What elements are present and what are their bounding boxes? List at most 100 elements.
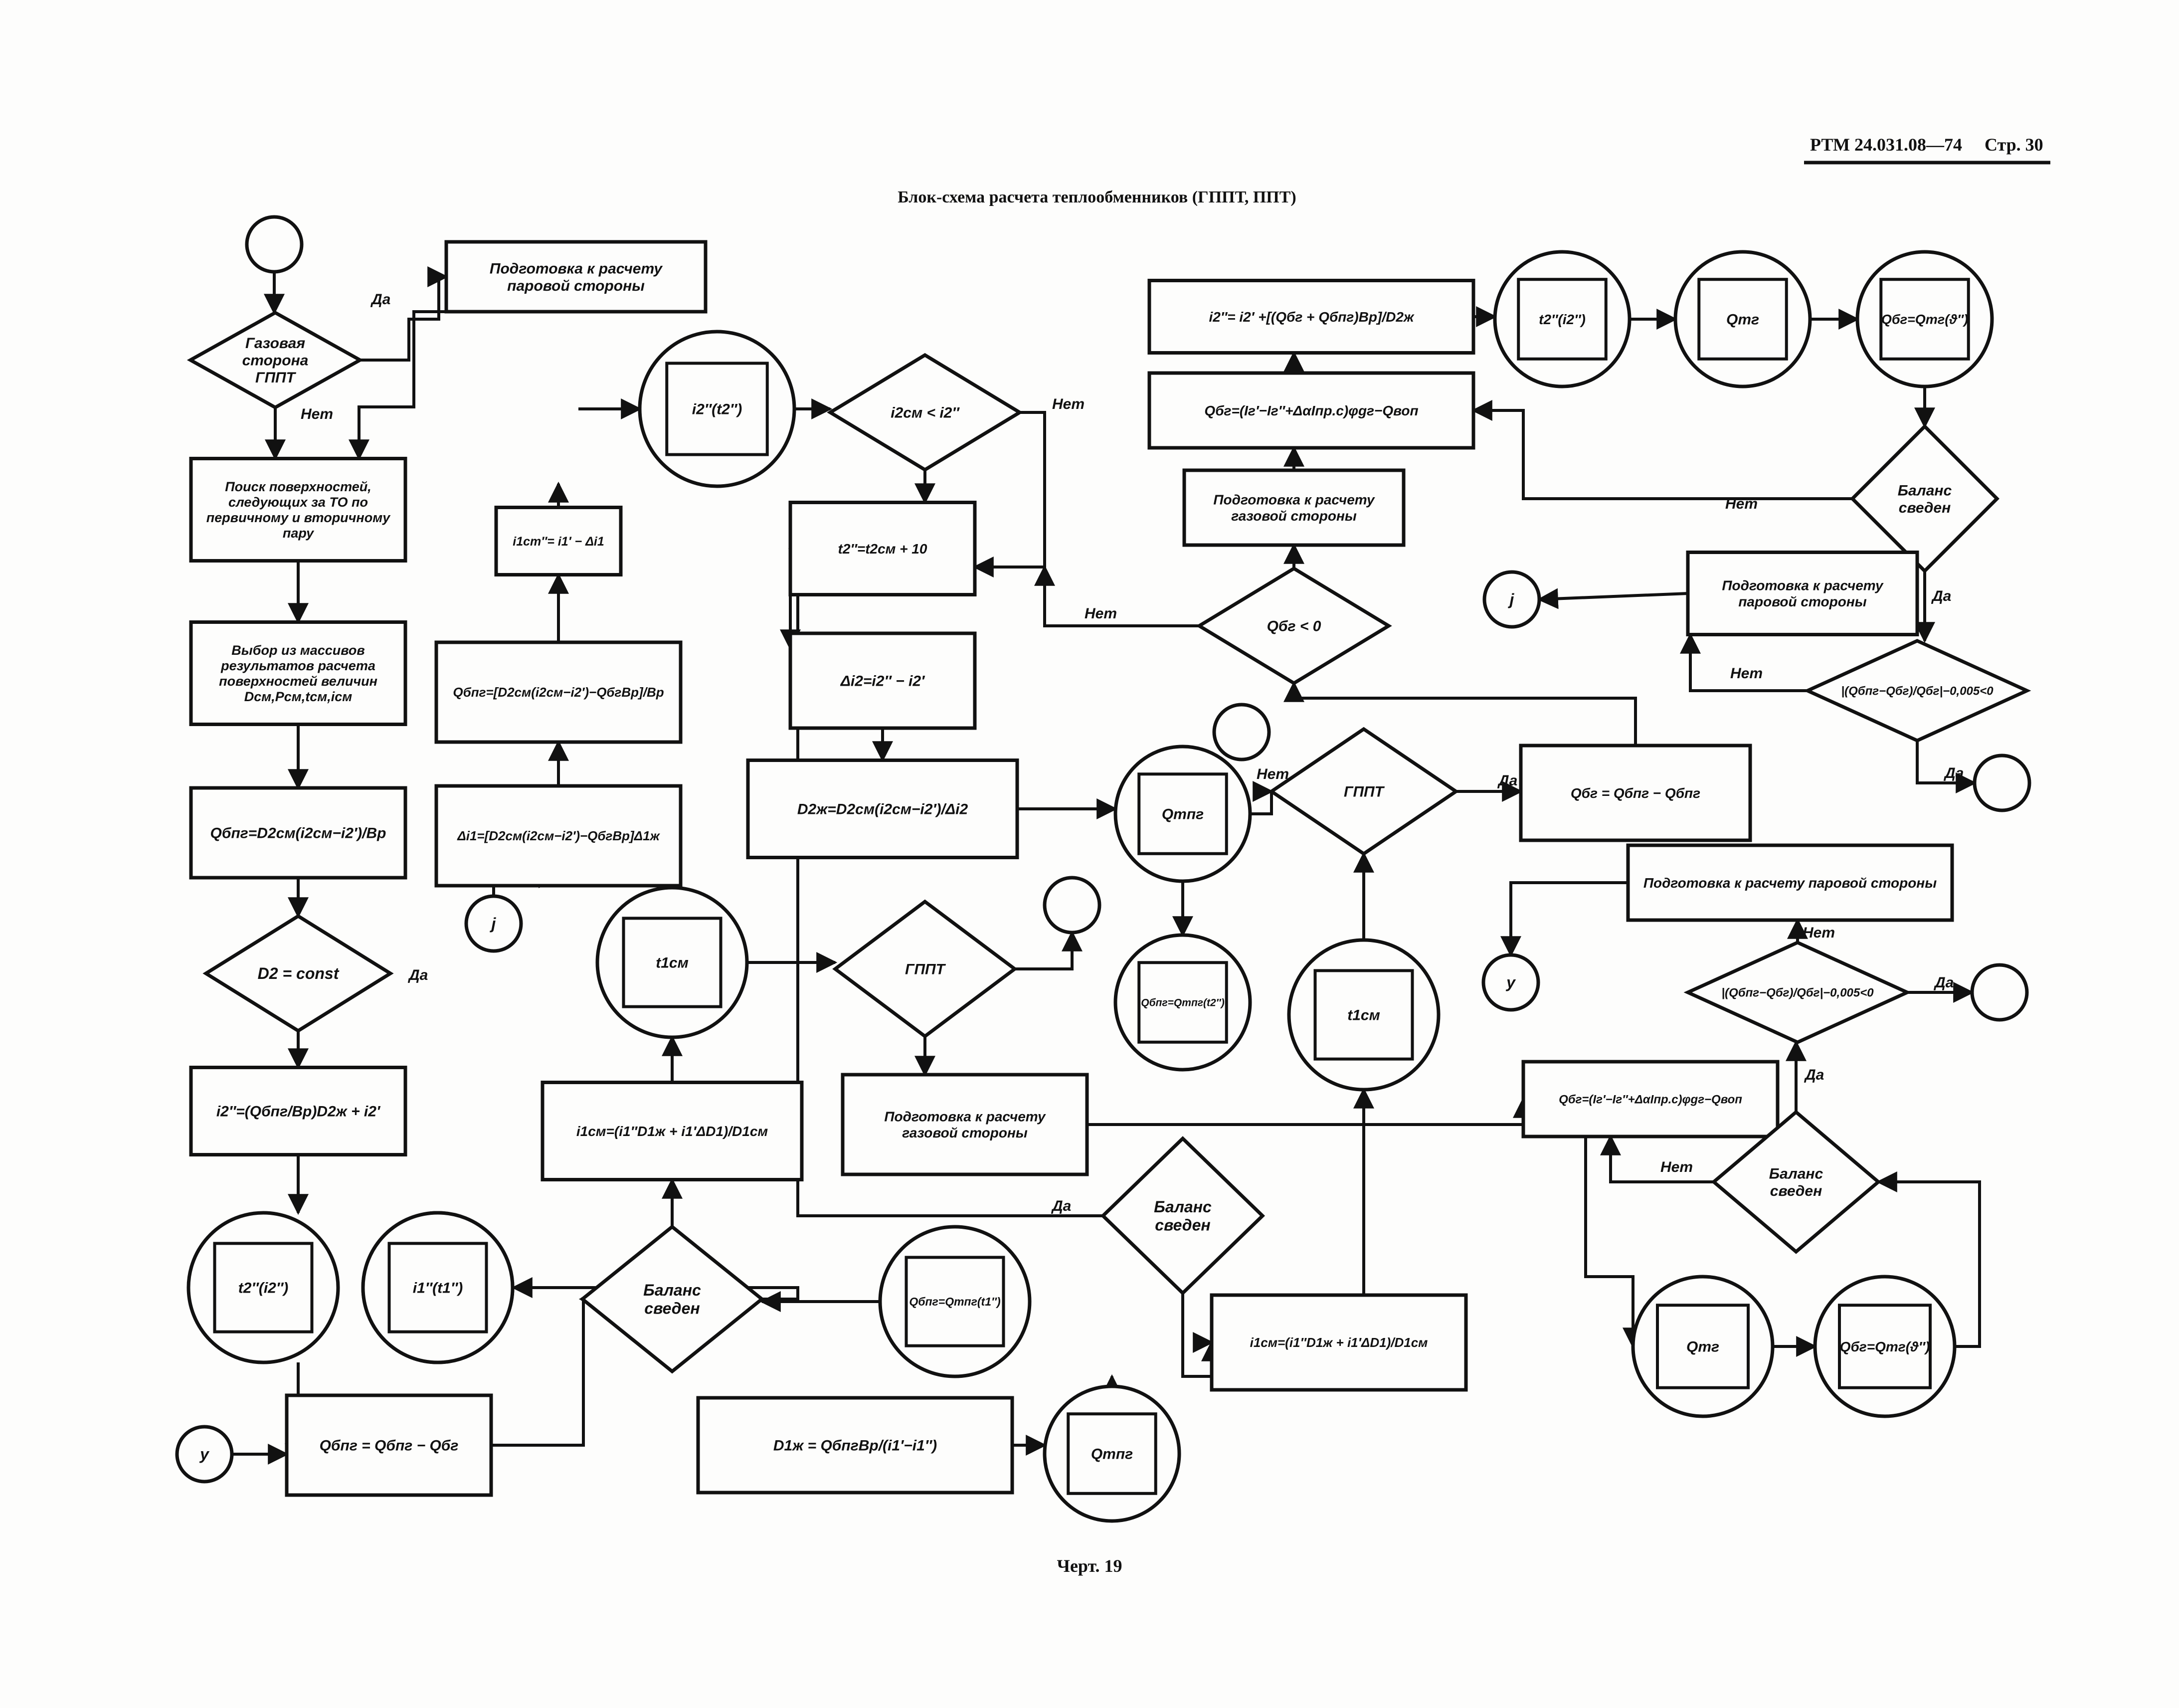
node-label: t1см bbox=[656, 955, 689, 971]
node-i1_calc: i1ст″= i1′ − Δi1 bbox=[494, 506, 623, 576]
process-box bbox=[1519, 744, 1752, 842]
process-box bbox=[189, 457, 407, 563]
node-di1_calc: Δi1=[D2см(i2см−i2′)−QбгВр]Δ1ж bbox=[434, 784, 683, 888]
process-box bbox=[1626, 843, 1954, 922]
node-sub_qt1: Qбпг=Qтпг(t1″) bbox=[878, 1225, 1032, 1378]
node-q_calc_2: Qбпг=[D2см(i2см−i2′)−QбгВр]/Вр bbox=[434, 640, 683, 744]
edge-sub_t1cm-to-dec_gppt_1 bbox=[1015, 930, 1083, 970]
process-box bbox=[1210, 1293, 1468, 1392]
edge-label: Да bbox=[407, 967, 428, 983]
subroutine-inner-box bbox=[1517, 278, 1608, 361]
process-box bbox=[285, 1393, 493, 1497]
connector-circle bbox=[1970, 963, 2029, 1022]
node-label: i1см=(i1″D1ж + i1′ΔD1)/D1см bbox=[576, 1124, 768, 1139]
edge-dec_gppt_1-to-prep_gas_1 bbox=[1087, 1097, 1534, 1126]
node-label: i2см < i2″ bbox=[891, 405, 960, 421]
edge-sub_qb_theta_bottom-to-dec_balance_bottom bbox=[1876, 1171, 1981, 1348]
edge-label: Нет bbox=[1257, 766, 1289, 782]
edge-prep_steam_3-to-conn_y_right bbox=[1500, 881, 1628, 957]
node-label: Qбг=(Iг′−Iг″+ΔαIпр.с)φgг−Qвоп bbox=[1559, 1093, 1742, 1106]
subroutine-inner-box bbox=[1838, 1304, 1932, 1389]
node-qb_calc_bottom: Qбг=(Iг′−Iг″+ΔαIпр.с)φgг−Qвоп bbox=[1521, 1060, 1780, 1139]
subroutine-inner-box bbox=[665, 362, 769, 456]
node-sub_t1cm: t1см bbox=[595, 886, 749, 1039]
node-sub_t2i2_a: t2″(i2″) bbox=[186, 1211, 340, 1364]
edge-label: Да bbox=[1051, 1198, 1071, 1214]
node-label: i1см=(i1″D1ж + i1′ΔD1)/D1см bbox=[1250, 1335, 1428, 1350]
node-label: i1ст″= i1′ − Δi1 bbox=[513, 535, 604, 549]
node-label: ГППТ bbox=[905, 961, 946, 978]
edge-dec_balance_bottom-to-qb_calc_bottom bbox=[1600, 1134, 1714, 1183]
process-box bbox=[1147, 371, 1475, 450]
node-dec_i2: i2см < i2″ bbox=[827, 353, 1023, 472]
edge-dec_tol_1-to-prep_steam_2 bbox=[1680, 632, 1808, 692]
node-label: у bbox=[199, 1445, 210, 1463]
process-box bbox=[541, 1081, 804, 1181]
edge-dec_i2-to-t2_calc bbox=[972, 411, 1046, 577]
node-label: j bbox=[1508, 590, 1515, 608]
process-box bbox=[788, 501, 977, 596]
connector-circle bbox=[1482, 570, 1541, 629]
decision-diamond bbox=[1803, 639, 2031, 743]
subroutine-inner-box bbox=[622, 917, 723, 1008]
node-i2_calc: i2″=(Qбпг/Вр)D2ж + i2′ bbox=[189, 1066, 407, 1156]
node-sub_i2t2: i2″(t2″) bbox=[638, 330, 796, 488]
node-label: |(Qбпг−Qбг)/Qбг|−0,005<0 bbox=[1721, 986, 1874, 999]
node-d1_calc: D1ж = QбпгВр/(i1′−i1″) bbox=[696, 1396, 1014, 1495]
edge-label: Нет bbox=[1803, 925, 1835, 941]
node-label: Qбпг=Qтпг(t1″) bbox=[909, 1295, 1000, 1308]
figure-caption: Черт. 19 bbox=[1057, 1556, 1122, 1576]
edge-dec_gas_side-to-prep_steam_1 bbox=[360, 266, 449, 362]
node-label: D2ж=D2см(i2см−i2′)/Δi2 bbox=[797, 801, 968, 818]
node-dec_gppt_2: ГППТ bbox=[1268, 727, 1459, 856]
decision-diamond bbox=[202, 914, 394, 1033]
process-box bbox=[1147, 279, 1475, 355]
decision-diamond bbox=[579, 1224, 765, 1374]
node-sub_qtg_bottom: Qтг bbox=[1631, 1275, 1775, 1418]
node-sub_t1cm_2: t1см bbox=[1287, 938, 1441, 1092]
edge-sub_qt_mid-to-dec_gppt_2 bbox=[1250, 789, 1282, 815]
edge-label: Да bbox=[1933, 974, 1954, 991]
connector-circle bbox=[1212, 703, 1271, 761]
process-box bbox=[1686, 551, 1919, 636]
node-dec_d2: D2 = const bbox=[202, 914, 394, 1033]
decision-diamond bbox=[1711, 1110, 1881, 1254]
node-dec_gppt_1: ГППТ bbox=[832, 899, 1018, 1039]
node-label: j bbox=[490, 915, 497, 933]
node-label: Qбг=(Iг′−Iг″+ΔαIпр.с)φgг−Qвоп bbox=[1204, 403, 1418, 418]
edge-dec_tol_1-to-conn_tol_1 bbox=[1916, 741, 1977, 793]
subroutine-inner-box bbox=[1067, 1412, 1157, 1495]
edge-label: Нет bbox=[1085, 605, 1117, 622]
subroutine-inner-box bbox=[1137, 772, 1228, 855]
node-conn_tol_2 bbox=[1970, 963, 2029, 1022]
node-label: Подготовка к расчету паровой стороны bbox=[1643, 875, 1937, 891]
node-label: Δi2=i2″ − i2′ bbox=[840, 673, 925, 690]
edge-q_diff_2-to-dec_qb0 bbox=[1283, 681, 1637, 746]
subroutine-inner-box bbox=[387, 1242, 488, 1333]
node-label: Qбг=Qтг(ϑ″) bbox=[1840, 1339, 1930, 1354]
decision-diamond bbox=[1100, 1136, 1266, 1296]
node-sub_qtg_top: Qтг bbox=[1673, 250, 1812, 388]
node-conn_j_left: j bbox=[464, 894, 523, 953]
edge-label: Нет bbox=[1660, 1159, 1693, 1175]
node-sub_qt_bottom: Qтпг bbox=[1043, 1384, 1181, 1523]
process-box bbox=[434, 640, 683, 744]
node-label: t2″=t2см + 10 bbox=[838, 541, 927, 557]
node-label: i2″(t2″) bbox=[692, 401, 742, 418]
node-sub_qb_theta_top: Qбг=Qтг(ϑ″) bbox=[1855, 250, 1994, 388]
edge-qb_calc_bottom-to-sub_qtg_bottom bbox=[1584, 1137, 1643, 1349]
